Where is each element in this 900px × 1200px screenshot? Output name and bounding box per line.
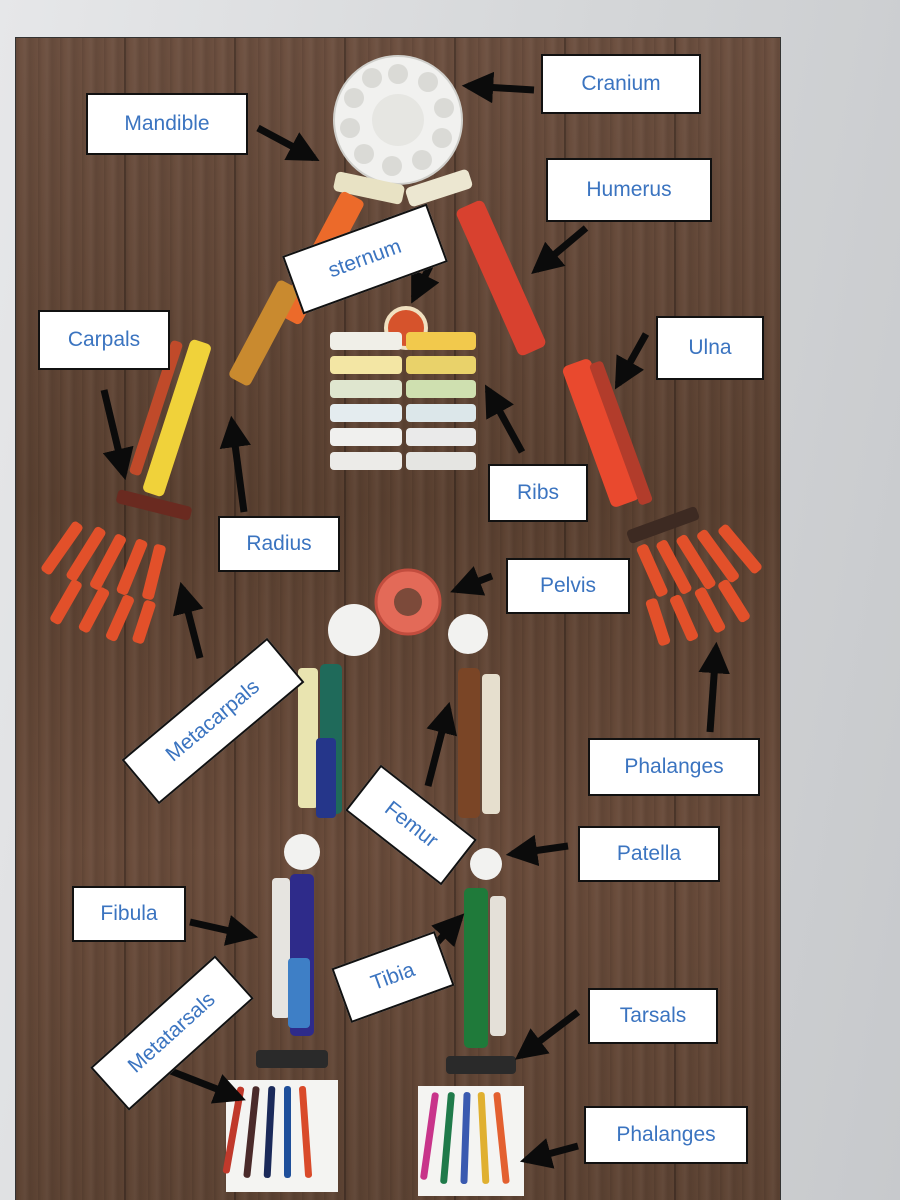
arrow-phalanges-hand: [698, 641, 730, 733]
label-tarsals: Tarsals: [588, 988, 718, 1044]
arrow-femur: [424, 701, 457, 787]
label-phalanges-foot: Phalanges: [584, 1106, 748, 1164]
arrow-mandible: [256, 124, 320, 162]
cranium-palette: [333, 55, 463, 185]
arrow-phalanges-foot: [519, 1138, 579, 1169]
arrow-radius: [219, 415, 251, 513]
patella-discs: [284, 834, 502, 880]
label-ribs: Ribs: [488, 464, 588, 522]
label-cranium: Cranium: [541, 54, 701, 114]
label-mandible: Mandible: [86, 93, 248, 155]
right-arm-tubes: [456, 200, 653, 507]
arrow-fibula: [189, 915, 259, 946]
arrow-metacarpals: [173, 581, 204, 659]
label-pelvis: Pelvis: [506, 558, 630, 614]
pelvis-disc: [328, 568, 488, 656]
label-patella: Patella: [578, 826, 720, 882]
skeleton-art: [41, 55, 762, 1196]
femur-tubes: [298, 664, 500, 818]
left-hand-tubes: [41, 489, 192, 644]
label-fibula: Fibula: [72, 886, 186, 942]
pointer-arrows: [100, 71, 730, 1169]
label-carpals: Carpals: [38, 310, 170, 370]
lower-leg-tubes: [272, 874, 506, 1048]
label-humerus: Humerus: [546, 158, 712, 222]
arrow-pelvis: [450, 566, 494, 596]
clavicle-tubes: [333, 169, 473, 207]
arrow-humerus: [531, 225, 589, 275]
foot-pens: [222, 1080, 524, 1196]
arrow-sternum: [410, 264, 440, 304]
arrow-carpals: [100, 389, 134, 481]
arrow-ribs: [484, 384, 526, 454]
label-ulna: Ulna: [656, 316, 764, 380]
label-radius: Radius: [218, 516, 340, 572]
tarsal-tubes: [256, 1050, 516, 1074]
right-hand-tubes: [626, 506, 762, 646]
arrow-tarsals: [514, 1009, 581, 1060]
arrow-ulna: [614, 332, 650, 390]
skeleton-photo: Cranium Mandible Humerus sternum Carpals…: [16, 38, 780, 1200]
label-phalanges-hand: Phalanges: [588, 738, 760, 796]
sternum-and-ribs: [330, 306, 476, 470]
arrow-patella: [505, 834, 569, 867]
arrow-cranium: [461, 71, 535, 104]
